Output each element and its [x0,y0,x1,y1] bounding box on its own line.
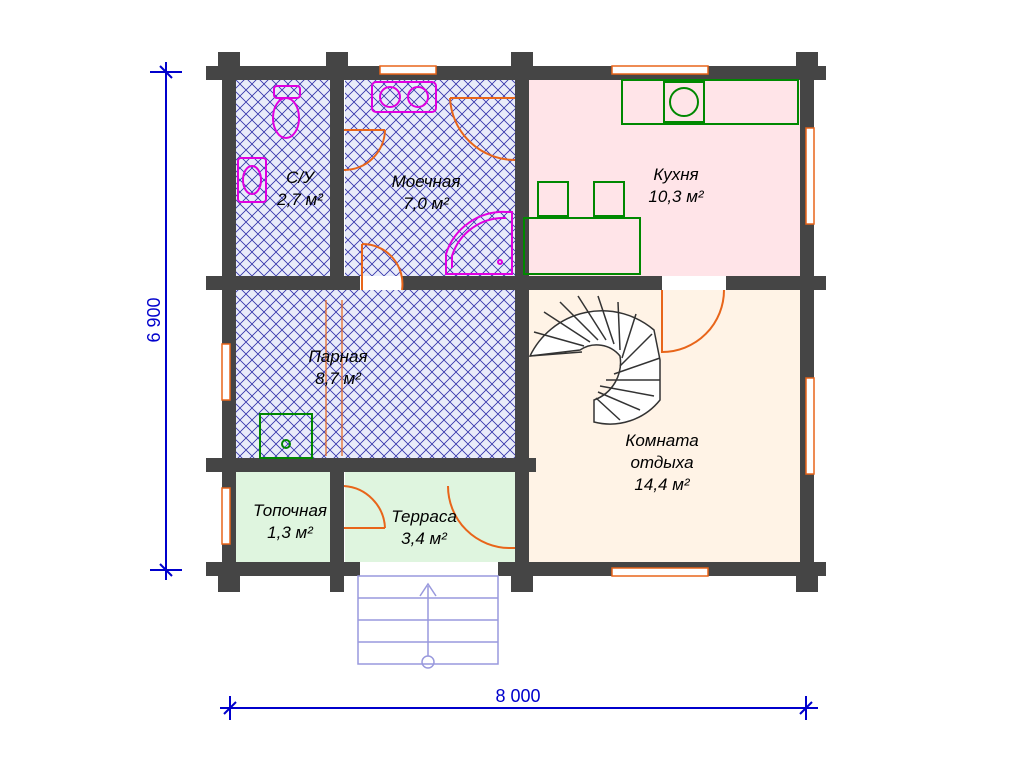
doors [343,97,725,549]
wall-end [796,576,818,592]
wall-left [222,52,236,592]
door-topochnaya [343,485,386,529]
dimension-width-label: 8 000 [495,686,540,706]
dim-tick [223,701,237,715]
dining-table-icon [523,181,641,275]
room-topochnaya-name: Топочная [253,501,327,520]
window-left-topochnaya [221,487,231,545]
door-parnaya [361,242,404,291]
window-top-kitchen [611,65,709,75]
room-topochnaya-fill [236,472,330,562]
dim-tick [159,65,173,79]
wall-end [511,576,533,592]
door-moechnaya [449,97,516,162]
wall-v-center [515,52,529,592]
dim-tick [799,701,813,715]
windows [221,65,815,577]
room-kuhnya-fill [518,80,800,276]
wall-h-lower [206,458,536,472]
room-terrasa-fill [345,472,515,562]
wall-end [218,576,240,592]
fixtures [237,79,799,459]
room-kuhnya-name: Кухня [653,165,698,184]
window-right-living [805,377,815,475]
room-parnaya-name: Парная [308,347,367,366]
room-parnaya-area: 8,7 м² [315,369,362,388]
opening-kitchen-living [662,276,726,290]
room-komnata-name-line1: Комната [625,431,698,450]
washbasin-icon [237,157,267,203]
room-topochnaya-area: 1,3 м² [267,523,314,542]
wall-v-left-lower [330,458,344,592]
window-left-parnaya [221,343,231,401]
wall-v-left [330,52,344,276]
room-kuhnya-area: 10,3 м² [648,187,704,206]
room-moechnaya-area: 7,0 м² [403,194,450,213]
sauna-bench-icon [325,300,343,456]
room-terrasa-area: 3,4 м² [401,529,448,548]
room-su-area: 2,7 м² [276,190,324,209]
kitchen-counter-icon [621,79,799,125]
room-komnata-area: 14,4 м² [634,475,690,494]
room-komnata-name-line2: отдыха [630,453,693,472]
sauna-stove-icon [259,413,313,459]
dimension-height-label: 6 900 [144,297,164,342]
corner-bath-icon [445,210,513,275]
room-moechnaya-name: Моечная [392,172,461,191]
door-su [343,129,386,171]
window-bottom-living [611,567,709,577]
opening-terrace [360,562,498,576]
room-labels: С/У 2,7 м² Моечная 7,0 м² Кухня 10,3 м² … [253,165,705,548]
double-sink-icon [371,81,437,113]
wall-end [218,52,240,66]
wall-end [326,52,348,66]
dimension-lines [150,62,818,720]
dim-tick [159,563,173,577]
entrance-stairs-icon [357,575,499,669]
room-terrasa-name: Терраса [391,507,457,526]
toilet-icon [272,85,301,139]
spiral-staircase-icon [528,295,661,425]
opening-parnaya [360,276,402,290]
room-su-fill [236,80,330,276]
window-top-moechnaya [379,65,437,75]
door-openings [360,276,726,576]
room-parnaya-fill [236,290,516,458]
door-kitchen-living [661,289,725,354]
window-right-kitchen [805,127,815,225]
wall-end [796,52,818,66]
room-su-name: С/У [286,168,316,187]
wall-ends [218,52,818,592]
room-fills [236,80,800,562]
wall-end [511,52,533,66]
door-terrasa [447,485,515,549]
